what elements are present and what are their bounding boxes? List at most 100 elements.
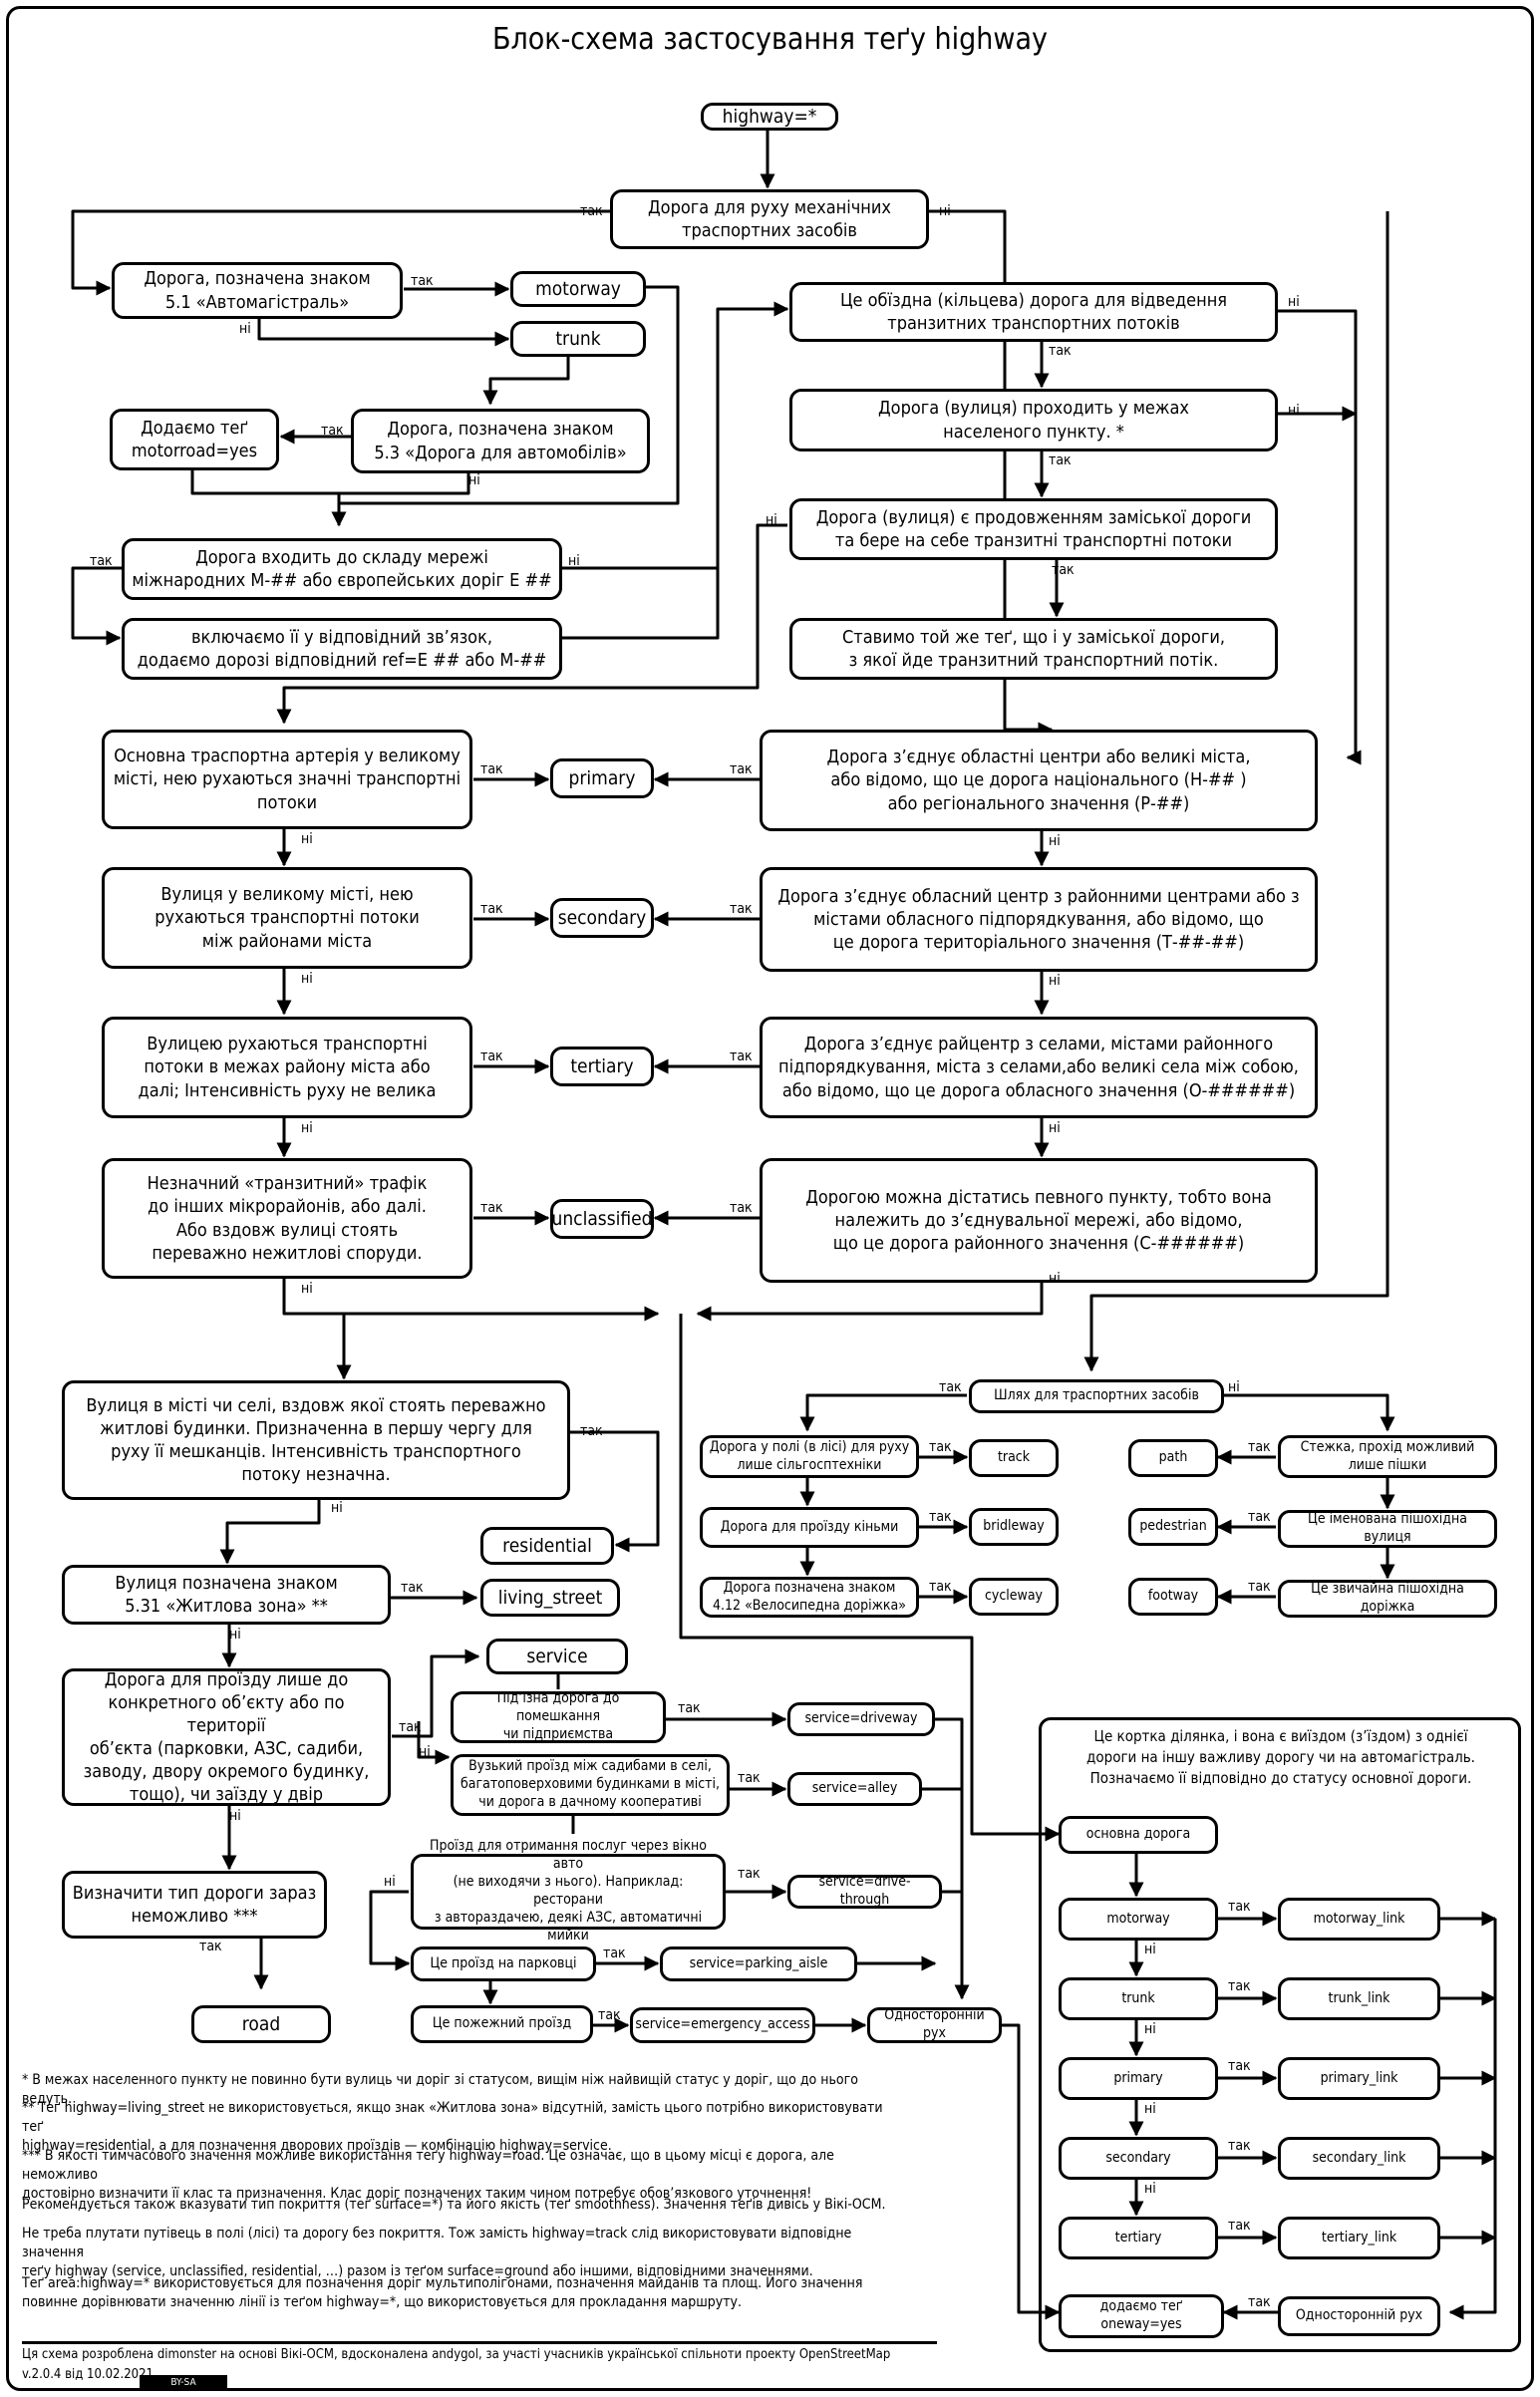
edge-label-no: ні xyxy=(301,1281,313,1297)
edge-label-no: ні xyxy=(1049,973,1061,989)
tag-living-street: living_street xyxy=(480,1579,620,1617)
node-same-tag: Ставимо той же теґ, що і у заміської дор… xyxy=(789,618,1278,680)
edge-label-yes: так xyxy=(1228,2058,1251,2074)
edge-label-yes: так xyxy=(480,1200,503,1216)
tag-trunk: trunk xyxy=(510,321,646,357)
node-sign-5-1: Дорога, позначена знаком 5.1 «Автомагіст… xyxy=(112,262,403,319)
node-minor: Незначний «транзитний» трафік до інших м… xyxy=(102,1158,472,1279)
edge-label-no: ні xyxy=(1049,833,1061,849)
node-international: Дорога входить до складу мережі міжнарод… xyxy=(122,538,562,600)
edge xyxy=(71,209,610,296)
edge-label-yes: так xyxy=(90,553,113,569)
edge xyxy=(257,319,510,347)
edge-label-no: ні xyxy=(1144,1942,1156,1957)
edge-label-yes: так xyxy=(929,1439,952,1455)
edge-label-no: ні xyxy=(384,1874,396,1890)
node-vehicle-path: Шлях для траспортних засобів xyxy=(969,1379,1224,1413)
edge xyxy=(1224,1393,1395,1432)
edge-label-no: ні xyxy=(1144,2021,1156,2037)
edge xyxy=(219,1500,321,1565)
edge xyxy=(417,1721,451,1765)
edge-label-yes: так xyxy=(730,1200,753,1216)
node-fire-question: Це пожежний проїзд xyxy=(411,2005,593,2043)
edge-label-no: ні xyxy=(1049,1271,1061,1287)
node-continuation: Дорога (вулиця) є продовженням заміської… xyxy=(789,498,1278,560)
edge-label-yes: так xyxy=(738,1770,761,1786)
node-start: highway=* xyxy=(701,103,838,131)
edge-label-no: ні xyxy=(1144,2101,1156,2117)
node-link-trunk: trunk xyxy=(1059,1977,1218,2020)
tag-pedestrian: pedestrian xyxy=(1128,1508,1218,1546)
edge-label-yes: так xyxy=(738,1866,761,1882)
edge-label-yes: так xyxy=(580,203,603,219)
edge-label-yes: так xyxy=(580,1423,603,1439)
node-oblast: Дорога з’єднує райцентр з селами, містам… xyxy=(760,1017,1318,1118)
edge-label-yes: так xyxy=(730,1049,753,1064)
node-parking-question: Це проїзд на парковці xyxy=(411,1947,596,1981)
edge xyxy=(369,1890,411,1971)
node-oneway-side: Односторонній рух xyxy=(1278,2296,1440,2336)
edge-label-no: ні xyxy=(1288,403,1300,419)
tag-primary-link: primary_link xyxy=(1278,2057,1440,2100)
tag-motorway-link: motorway_link xyxy=(1278,1898,1440,1941)
credit-text: Ця схема розроблена dimonster на основі … xyxy=(22,2347,891,2362)
tag-footway: footway xyxy=(1128,1578,1218,1616)
node-artery: Основна траспортна артерія у великому мі… xyxy=(102,730,472,829)
edge-label-yes: так xyxy=(730,901,753,917)
edge-label-no: ні xyxy=(1288,294,1300,310)
edge-label-yes: так xyxy=(1248,2294,1271,2310)
edge-label-yes: так xyxy=(678,1700,701,1716)
edge xyxy=(799,1393,967,1432)
node-rayon: Дорогою можна дістатись певного пункту, … xyxy=(760,1158,1318,1283)
edge-label-no: ні xyxy=(229,1808,241,1824)
edge xyxy=(392,1648,480,1738)
node-link-secondary: secondary xyxy=(1059,2137,1218,2180)
edge-label-no: ні xyxy=(301,831,313,847)
tag-secondary: secondary xyxy=(550,898,654,938)
edge-label-yes: так xyxy=(1228,2138,1251,2154)
tag-road: road xyxy=(191,2005,331,2043)
edge-label-no: ні xyxy=(1049,1120,1061,1136)
node-horse: Дорога для проїзду кіньми xyxy=(700,1507,919,1548)
edge xyxy=(570,1430,660,1553)
tag-tertiary: tertiary xyxy=(550,1047,654,1086)
edge-label-yes: так xyxy=(1228,1978,1251,1994)
edge-label-yes: так xyxy=(1248,1509,1271,1525)
edge xyxy=(560,301,789,570)
diagram-frame xyxy=(6,6,1534,2391)
node-footway: Це звичайна пішохідна доріжка xyxy=(1278,1580,1497,1618)
tag-motorway: motorway xyxy=(510,271,646,307)
node-relation: включаємо її у відповідний зв’язок, дода… xyxy=(122,618,562,680)
node-sign-5-3: Дорога, позначена знаком 5.3 «Дорога для… xyxy=(351,409,650,473)
node-bypass: Це обїздна (кільцева) дорога для відведе… xyxy=(789,282,1278,342)
tag-trunk-link: trunk_link xyxy=(1278,1977,1440,2020)
version-text: v.2.0.4 від 10.02.2021 xyxy=(22,2366,154,2382)
node-link-primary: primary xyxy=(1059,2057,1218,2100)
edge-label-no: ні xyxy=(766,512,777,528)
edge-label-yes: так xyxy=(1228,2218,1251,2234)
tag-alley: service=alley xyxy=(787,1772,922,1806)
node-housing: Вулиця в місті чи селі, вздовж якої стоя… xyxy=(62,1380,570,1500)
edge-label-yes: так xyxy=(480,1049,503,1064)
edge xyxy=(71,566,123,646)
tag-drive-through: service=drive-through xyxy=(787,1874,942,1909)
edge xyxy=(276,523,787,725)
node-settlement: Дорога (вулиця) проходить у межах населе… xyxy=(789,389,1278,451)
credit-divider xyxy=(22,2341,937,2344)
diagram-title: Блок-схема застосування теґу highway xyxy=(491,22,1048,57)
edge-label-yes: так xyxy=(598,2007,621,2023)
footnote-2: ** Теґ highway=living_street не використ… xyxy=(22,2100,883,2154)
edge xyxy=(696,1283,1044,1322)
tag-track: track xyxy=(969,1439,1059,1477)
node-pedestrian-street: Це іменована пішохідна вулиця xyxy=(1278,1510,1497,1548)
edge-label-no: ні xyxy=(568,553,580,569)
node-territorial: Дорога з’єднує обласний центр з районним… xyxy=(760,867,1318,972)
edge-label-yes: так xyxy=(401,1580,424,1596)
node-link-tertiary: tertiary xyxy=(1059,2217,1218,2259)
footnote-1: * В межах населенного пункту не повинно … xyxy=(22,2072,858,2107)
footnote-6: Теґ area:highway=* використовується для … xyxy=(22,2275,863,2310)
edge-label-yes: так xyxy=(939,1379,962,1395)
tag-secondary-link: secondary_link xyxy=(1278,2137,1440,2180)
edge-label-yes: так xyxy=(1049,452,1072,468)
